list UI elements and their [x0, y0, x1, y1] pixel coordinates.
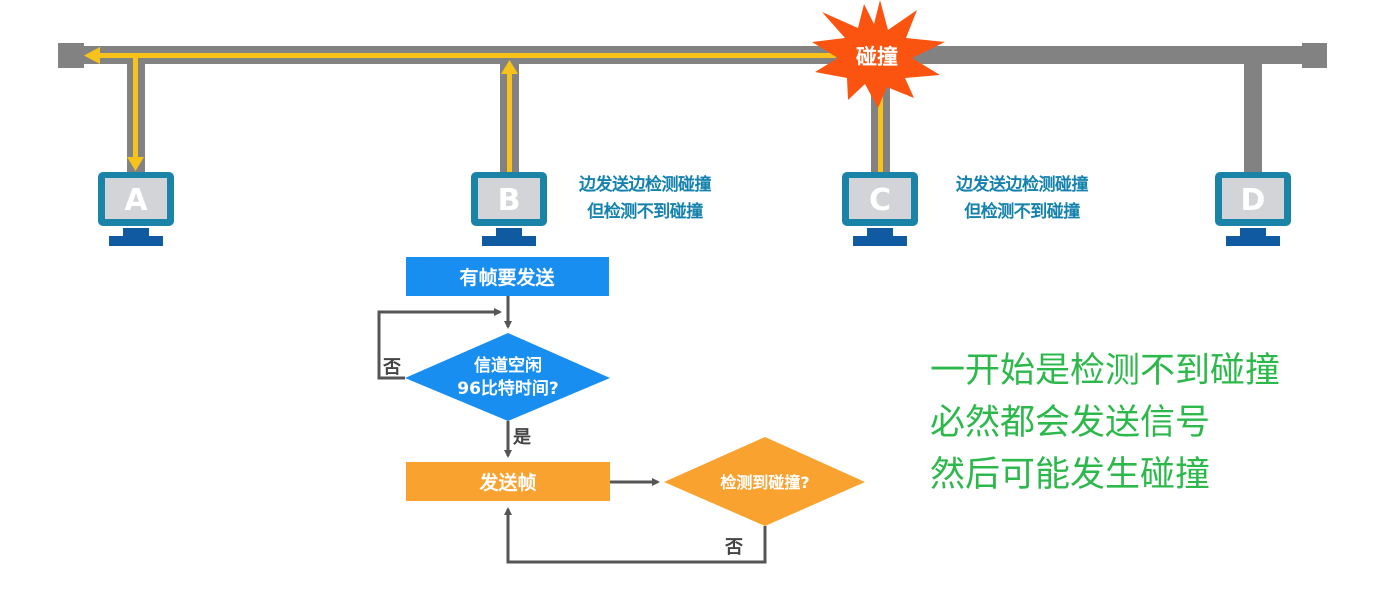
note-line-3: 然后可能发生碰撞: [930, 455, 1211, 495]
signal-drop-a: [133, 55, 138, 161]
flow-loop-collision-no: [504, 507, 767, 564]
flow-idle-check-line1: 信道空闲: [474, 355, 542, 376]
stations: A B C D: [98, 172, 1291, 246]
bus: [58, 43, 1327, 173]
signal-paths: [84, 47, 883, 172]
flow-start-box: [406, 257, 609, 296]
signal-drop-c: [878, 70, 883, 172]
flow-collision-check-label: 检测到碰撞?: [720, 473, 809, 492]
monitor-neck: [1240, 228, 1266, 236]
monitor-screen: [105, 178, 167, 219]
monitor-base: [853, 236, 907, 246]
monitor-neck: [123, 228, 149, 236]
bus-terminator-right: [1302, 43, 1327, 68]
annotation-note: 一开始是检测不到碰撞 必然都会发送信号 然后可能发生碰撞: [930, 345, 1280, 501]
note-line-2: 必然都会发送信号: [930, 403, 1211, 443]
signal-bus-segment: [96, 53, 836, 58]
flowchart: 有帧要发送 否 信道空闲 96比特时间? 是 发送帧 检测到碰撞? 否: [377, 257, 865, 564]
signal-drop-b: [507, 72, 512, 172]
flow-idle-check-line2: 96比特时间?: [457, 378, 559, 399]
monitor-screen: [849, 178, 911, 219]
note-line-1: 一开始是检测不到碰撞: [930, 351, 1281, 391]
flow-idle-yes-label: 是: [512, 427, 531, 448]
station-label: D: [1241, 183, 1266, 218]
station-b-caption: 边发送边检测碰撞 但检测不到碰撞: [560, 172, 730, 226]
monitor-base: [482, 236, 536, 246]
station-label: C: [869, 183, 891, 218]
drop-line-d: [1244, 55, 1262, 173]
flow-idle-no-label: 否: [382, 357, 401, 378]
flow-start-label: 有帧要发送: [459, 266, 555, 289]
collision-burst: 碰撞: [812, 0, 945, 108]
signal-arrow-down-icon: [127, 157, 144, 171]
collision-label: 碰撞: [856, 45, 898, 69]
signal-arrow-up-icon: [501, 60, 518, 74]
station-b-caption-line1: 边发送边检测碰撞: [579, 175, 712, 195]
flow-send-box: [406, 462, 610, 501]
signal-arrow-left-icon: [84, 47, 100, 64]
monitor-neck: [496, 228, 522, 236]
flow-send-label: 发送帧: [478, 471, 536, 494]
station-b: B: [471, 172, 547, 246]
flow-collision-check-diamond: [664, 437, 865, 526]
monitor-base: [1226, 236, 1280, 246]
station-b-caption-line2: 但检测不到碰撞: [587, 202, 703, 222]
station-c: C: [842, 172, 918, 246]
monitor-base: [109, 236, 163, 246]
station-label: A: [124, 183, 148, 218]
flow-collision-no-label: 否: [724, 537, 743, 558]
station-a: A: [98, 172, 174, 246]
monitor-neck: [867, 228, 893, 236]
flow-idle-check-diamond: [405, 333, 610, 421]
collision-star-icon: [812, 0, 945, 108]
station-d: D: [1215, 172, 1291, 246]
flow-loop-idle-no: [377, 308, 502, 380]
monitor-screen: [1222, 178, 1284, 219]
monitor-screen: [478, 178, 540, 219]
station-c-caption: 边发送边检测碰撞 但检测不到碰撞: [937, 172, 1107, 226]
station-c-caption-line2: 但检测不到碰撞: [964, 202, 1080, 222]
bus-terminator-left: [58, 43, 84, 68]
station-c-caption-line1: 边发送边检测碰撞: [956, 175, 1089, 195]
station-label: B: [498, 183, 521, 218]
